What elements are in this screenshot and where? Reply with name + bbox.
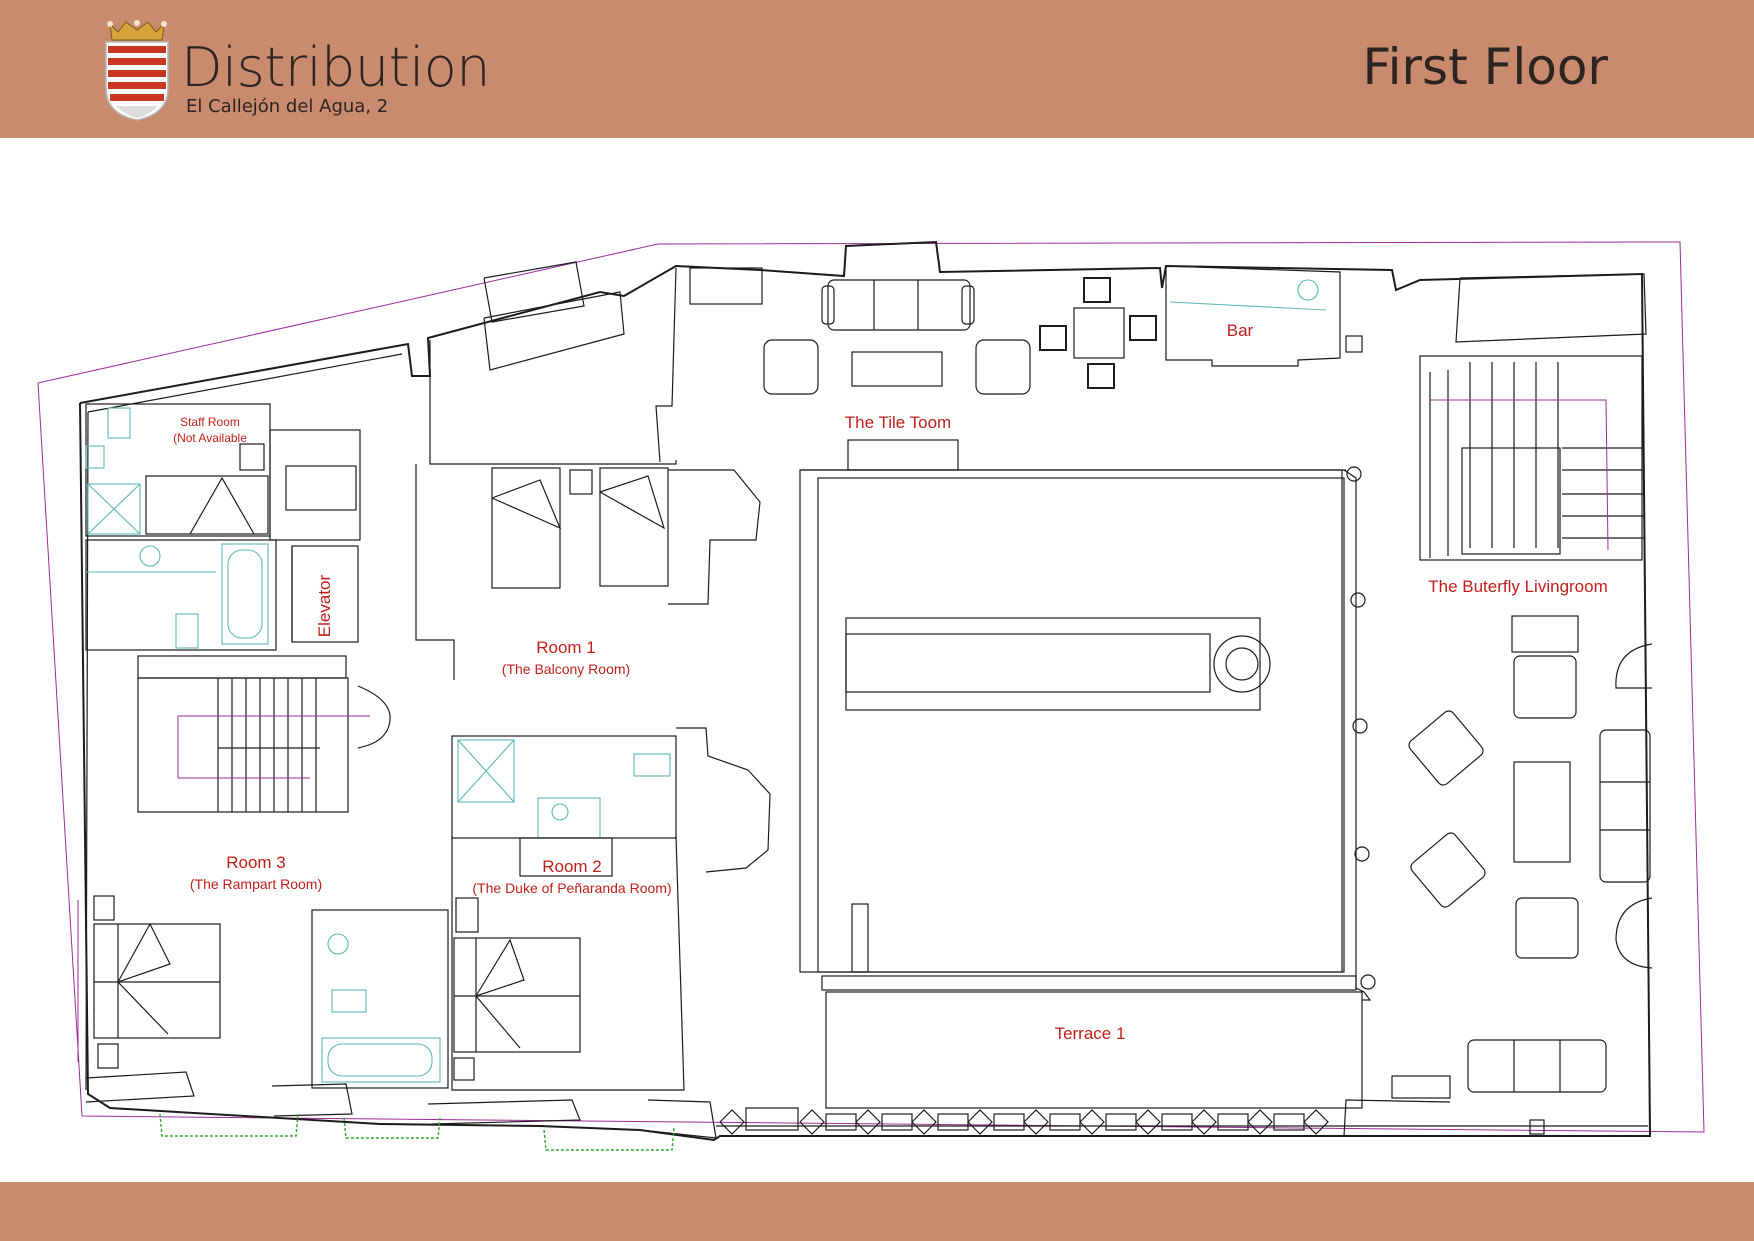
staff-room-block xyxy=(85,403,361,541)
room2-furniture xyxy=(451,835,685,1091)
left-bathroom-elevator xyxy=(85,465,359,651)
staff-room-label: Staff Room xyxy=(180,415,240,429)
butterfly-livingroom-furniture xyxy=(1391,273,1653,1135)
terrace-label: Terrace 1 xyxy=(1055,1024,1126,1043)
room3-bathroom xyxy=(311,909,449,1089)
elevator-label: Elevator xyxy=(315,574,334,637)
room1-label: Room 1 xyxy=(536,638,596,657)
balcony-railings xyxy=(159,1113,675,1151)
property-boundary xyxy=(37,241,1705,1133)
room2-label: Room 2 xyxy=(542,857,602,876)
room1-bathroom xyxy=(451,727,771,873)
bar-area xyxy=(1165,265,1363,367)
room3-label: Room 3 xyxy=(226,853,286,872)
room3-furniture xyxy=(77,895,221,1069)
butterfly-livingroom-label: The Buterfly Livingroom xyxy=(1428,577,1608,596)
courtyard xyxy=(799,466,1376,1001)
address-subtitle: El Callejón del Agua, 2 xyxy=(186,96,389,117)
page-title: Distribution xyxy=(181,36,491,99)
room3-subtitle-label: (The Rampart Room) xyxy=(190,876,322,892)
terrace-area xyxy=(719,991,1451,1137)
header-bar xyxy=(0,0,1754,138)
left-staircase xyxy=(137,655,391,813)
room1-subtitle-label: (The Balcony Room) xyxy=(502,661,630,677)
bar-label: Bar xyxy=(1227,321,1254,340)
room2-subtitle-label: (The Duke of Peñaranda Room) xyxy=(472,880,671,896)
tile-room-furniture xyxy=(689,267,1346,471)
coat-of-arms-logo xyxy=(105,20,169,121)
floor-label: First Floor xyxy=(1362,38,1608,96)
room1-furniture xyxy=(415,464,761,680)
tile-room-label: The Tile Toom xyxy=(845,413,951,432)
footer-bar xyxy=(0,1182,1754,1241)
staff-room-note-label: (Not Available xyxy=(173,431,247,445)
